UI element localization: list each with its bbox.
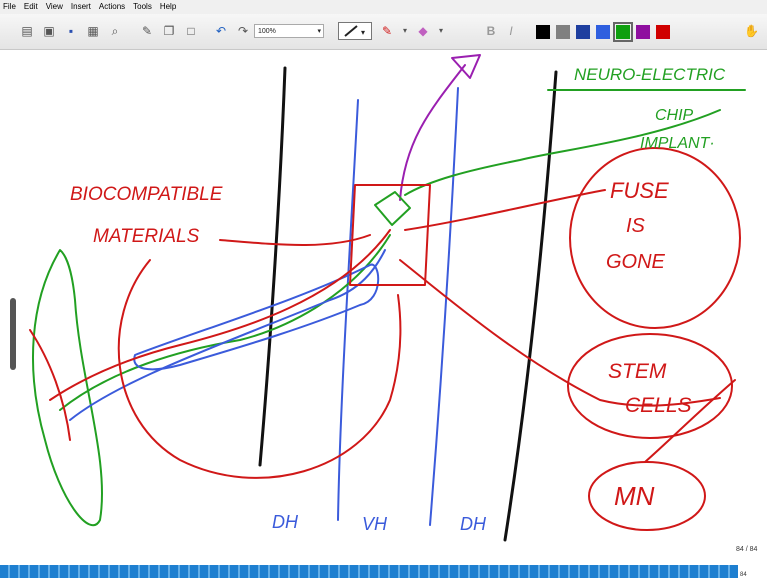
stem-cells-circle xyxy=(567,333,733,439)
status-bar xyxy=(0,565,738,578)
blue-nerve-bundle xyxy=(133,263,380,371)
chip-label: CHIP xyxy=(655,107,694,124)
new-page-icon[interactable]: ▤ xyxy=(21,24,33,38)
chevron-down-icon[interactable]: ▾ xyxy=(438,26,443,35)
mn-circle xyxy=(588,461,706,531)
pen-selector[interactable]: ▾ xyxy=(338,22,372,40)
ventral-horn-line-left xyxy=(337,99,359,521)
copy-icon[interactable]: ❐ xyxy=(163,24,175,38)
print-icon[interactable]: ▦ xyxy=(87,24,99,38)
pen-tool-icon[interactable]: ✎ xyxy=(141,24,153,38)
red-box xyxy=(349,184,431,286)
neuro-electric-label: NEURO-ELECTRIC xyxy=(574,65,726,84)
open-icon[interactable]: ▣ xyxy=(43,24,55,38)
red-stem-link xyxy=(399,259,721,407)
dorsal-horn-right-label: DH xyxy=(460,514,487,534)
green-implant-connector xyxy=(404,109,721,196)
side-panel-handle[interactable] xyxy=(10,298,16,370)
page-icon[interactable]: □ xyxy=(187,24,195,38)
green-loop-outline xyxy=(32,249,104,527)
purple-chip-head xyxy=(451,54,481,79)
color-swatch-gray[interactable] xyxy=(556,25,570,39)
toolbar: ▤ ▣ ▪ ▦ ⌕ ✎ ❐ □ ↶ ↷ 100% ▾ ▾ ✎ ▾ ◆ ▾ B I… xyxy=(0,14,767,50)
menu-file[interactable]: File xyxy=(3,2,16,11)
chevron-down-icon: ▾ xyxy=(317,28,321,35)
color-swatch-purple[interactable] xyxy=(636,25,650,39)
red-axon-2 xyxy=(29,329,71,441)
menu-view[interactable]: View xyxy=(45,2,63,11)
redo-icon[interactable]: ↷ xyxy=(237,24,249,38)
zoom-value: 100% xyxy=(258,28,276,35)
zoom-select[interactable]: 100% ▾ xyxy=(254,24,324,38)
menu-edit[interactable]: Edit xyxy=(23,2,38,11)
page-indicator: 84 / 84 xyxy=(736,546,758,553)
handwritten-drawing: NEURO-ELECTRIC CHIP IMPLANT· BIOCOMPATIB… xyxy=(29,54,746,542)
implant-label: IMPLANT· xyxy=(640,135,715,152)
blue-nerve-bundle-inner xyxy=(69,249,386,421)
red-big-loop xyxy=(117,259,402,479)
menu-bar: File Edit View Insert Actions Tools Help xyxy=(0,0,767,14)
ventral-horn-line-right xyxy=(429,87,459,526)
find-icon[interactable]: ⌕ xyxy=(111,24,119,38)
color-swatch-green[interactable] xyxy=(613,22,633,42)
dorsal-horn-left-label: DH xyxy=(272,512,299,532)
red-axon-1 xyxy=(49,229,391,401)
gone-label: GONE xyxy=(606,251,666,273)
green-chip-diamond xyxy=(374,191,411,226)
pan-hand-icon[interactable]: ✋ xyxy=(744,24,759,38)
menu-tools[interactable]: Tools xyxy=(133,2,152,11)
page-number-footer: 84 xyxy=(740,572,747,578)
is-label: IS xyxy=(626,215,646,237)
red-fuse-link xyxy=(404,189,606,231)
purple-electrode-wire xyxy=(399,64,466,201)
bold-icon[interactable]: B xyxy=(486,24,496,38)
ink-canvas[interactable]: NEURO-ELECTRIC CHIP IMPLANT· BIOCOMPATIB… xyxy=(0,50,767,565)
highlighter-icon[interactable]: ✎ xyxy=(381,24,393,38)
stem-label: STEM xyxy=(608,360,667,383)
materials-label: MATERIALS xyxy=(93,226,200,247)
color-swatch-red[interactable] xyxy=(656,25,670,39)
color-swatch-black[interactable] xyxy=(536,25,550,39)
svg-text:▾: ▾ xyxy=(361,28,365,37)
red-biocompatible-link xyxy=(219,234,371,246)
color-swatch-navy[interactable] xyxy=(576,25,590,39)
mn-label: MN xyxy=(614,481,655,511)
menu-help[interactable]: Help xyxy=(159,2,177,11)
fuse-label: FUSE xyxy=(610,178,669,203)
biocompatible-label: BIOCOMPATIBLE xyxy=(70,184,223,205)
menu-insert[interactable]: Insert xyxy=(70,2,91,11)
stem-to-mn-line xyxy=(644,379,736,463)
save-icon[interactable]: ▪ xyxy=(68,24,74,38)
boundary-line-right xyxy=(503,70,558,542)
menu-actions[interactable]: Actions xyxy=(98,2,126,11)
undo-icon[interactable]: ↶ xyxy=(215,24,227,38)
green-nerve-tract xyxy=(59,234,391,411)
eraser-icon[interactable]: ◆ xyxy=(418,24,428,38)
fuse-circle xyxy=(569,147,741,329)
boundary-line-left xyxy=(258,66,287,467)
cells-label: CELLS xyxy=(625,394,692,417)
ventral-horn-label: VH xyxy=(362,514,388,534)
pen-stroke-icon: ▾ xyxy=(344,25,365,37)
italic-icon[interactable]: I xyxy=(509,24,513,38)
color-swatch-blue[interactable] xyxy=(596,25,610,39)
chevron-down-icon[interactable]: ▾ xyxy=(402,26,407,35)
